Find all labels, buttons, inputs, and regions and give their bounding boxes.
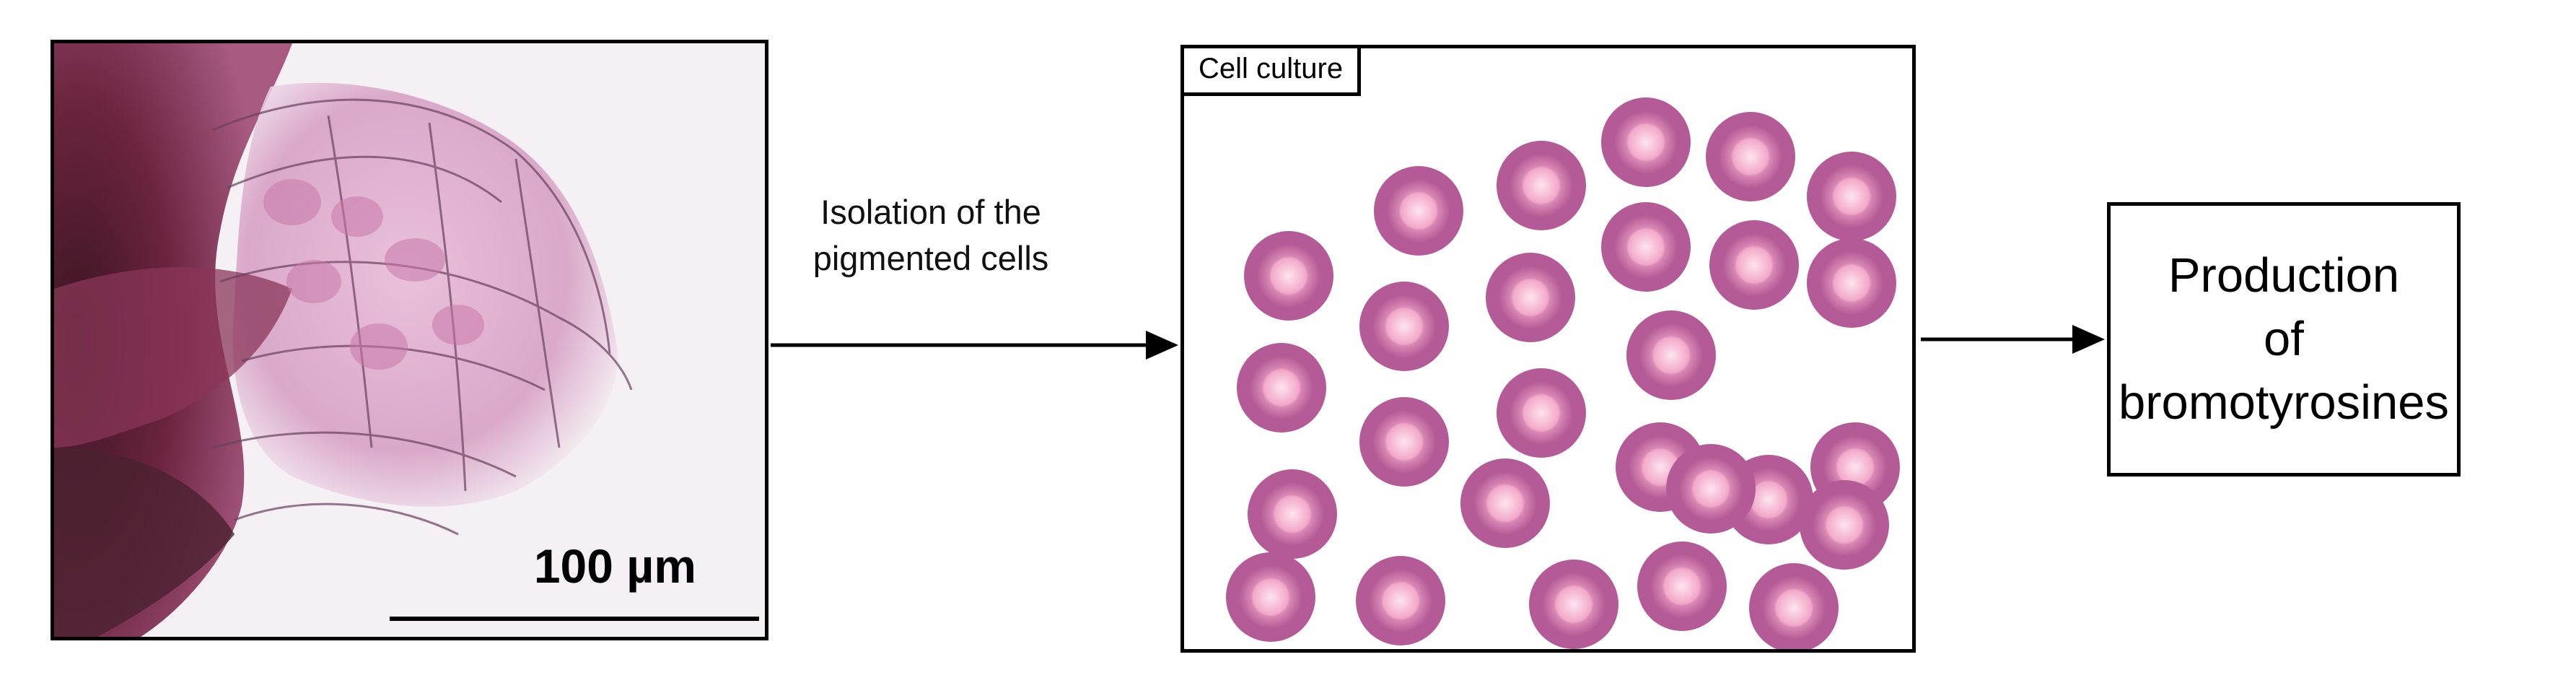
scale-bar	[390, 617, 759, 621]
cell-core	[1510, 381, 1573, 445]
cell-core	[1387, 179, 1450, 243]
cell-core	[1722, 233, 1786, 297]
result-line3: bromotyrosines	[2118, 375, 2449, 430]
cell-core	[1813, 493, 1876, 557]
cell-core	[1261, 482, 1324, 546]
cell-core	[1372, 295, 1436, 358]
isolation-label-line2: pigmented cells	[812, 239, 1049, 277]
cell-core	[1372, 410, 1436, 474]
bromotyrosine-production-box: Production of bromotyrosines	[2107, 202, 2461, 477]
result-line1: Production	[2168, 248, 2400, 303]
cell-core	[1614, 215, 1678, 279]
cell-core	[1239, 565, 1302, 629]
cell-core	[1257, 244, 1320, 308]
cell-core	[1679, 457, 1743, 521]
cell-core	[1650, 554, 1714, 618]
cell-culture-illustration	[1226, 97, 1900, 649]
cell-core	[1820, 165, 1883, 228]
cell-core	[1639, 323, 1703, 387]
isolation-label: Isolation of the pigmented cells	[787, 189, 1075, 282]
cell-core	[1614, 110, 1678, 174]
result-line2: of	[2264, 312, 2304, 366]
cell-core	[1369, 569, 1432, 632]
cell-core	[1820, 251, 1883, 315]
scale-bar-label: 100 µm	[533, 539, 696, 593]
cell-core	[1250, 356, 1313, 419]
cell-culture-title: Cell culture	[1180, 45, 1362, 96]
cell-core	[1499, 266, 1562, 329]
cell-core	[1762, 576, 1826, 640]
cell-core	[1542, 573, 1605, 636]
isolation-label-line1: Isolation of the	[820, 193, 1041, 231]
micrograph-panel: 100 µm	[51, 40, 768, 640]
cell-core	[1473, 471, 1537, 535]
cell-culture-panel: Cell culture	[1180, 45, 1916, 653]
cell-core	[1719, 125, 1782, 188]
micrograph-image	[54, 43, 765, 637]
cell-core	[1510, 154, 1573, 217]
